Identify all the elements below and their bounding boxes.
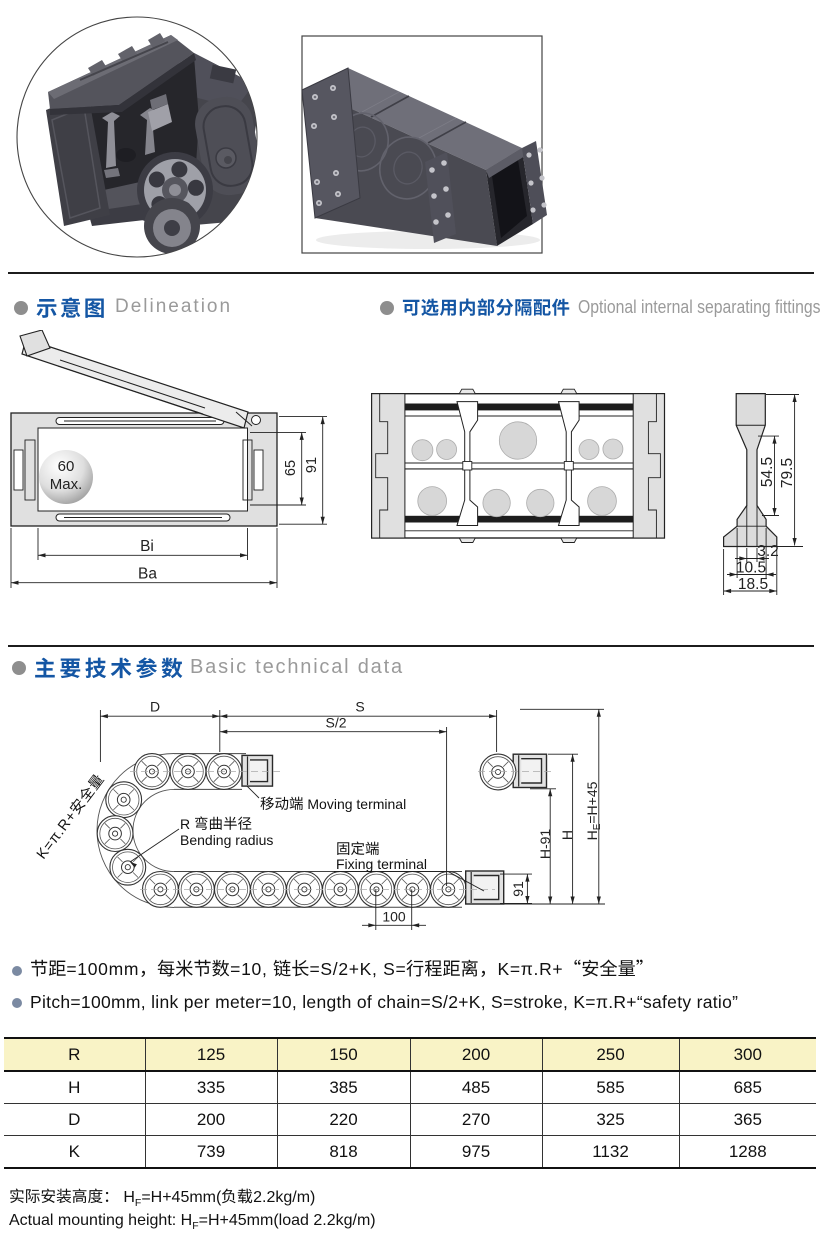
svg-text:HE=H+45: HE=H+45 [584,781,603,840]
svg-text:H: H [559,830,575,840]
svg-text:Bi: Bi [140,538,154,555]
svg-text:H-91: H-91 [537,829,553,860]
svg-text:18.5: 18.5 [738,576,768,593]
svg-text:100: 100 [382,909,406,925]
svg-text:60: 60 [58,458,75,475]
svg-text:Ba: Ba [138,566,157,583]
svg-text:91: 91 [304,457,320,473]
svg-text:54.5: 54.5 [759,457,776,487]
svg-text:D: D [150,699,160,715]
svg-text:91: 91 [510,881,526,897]
svg-text:3.2: 3.2 [757,543,779,560]
svg-text:65: 65 [283,460,299,476]
svg-text:S: S [355,699,364,715]
svg-text:10.5: 10.5 [736,560,766,577]
svg-text:Max.: Max. [50,476,83,493]
svg-text:79.5: 79.5 [779,458,796,488]
svg-text:S/2: S/2 [325,715,346,731]
